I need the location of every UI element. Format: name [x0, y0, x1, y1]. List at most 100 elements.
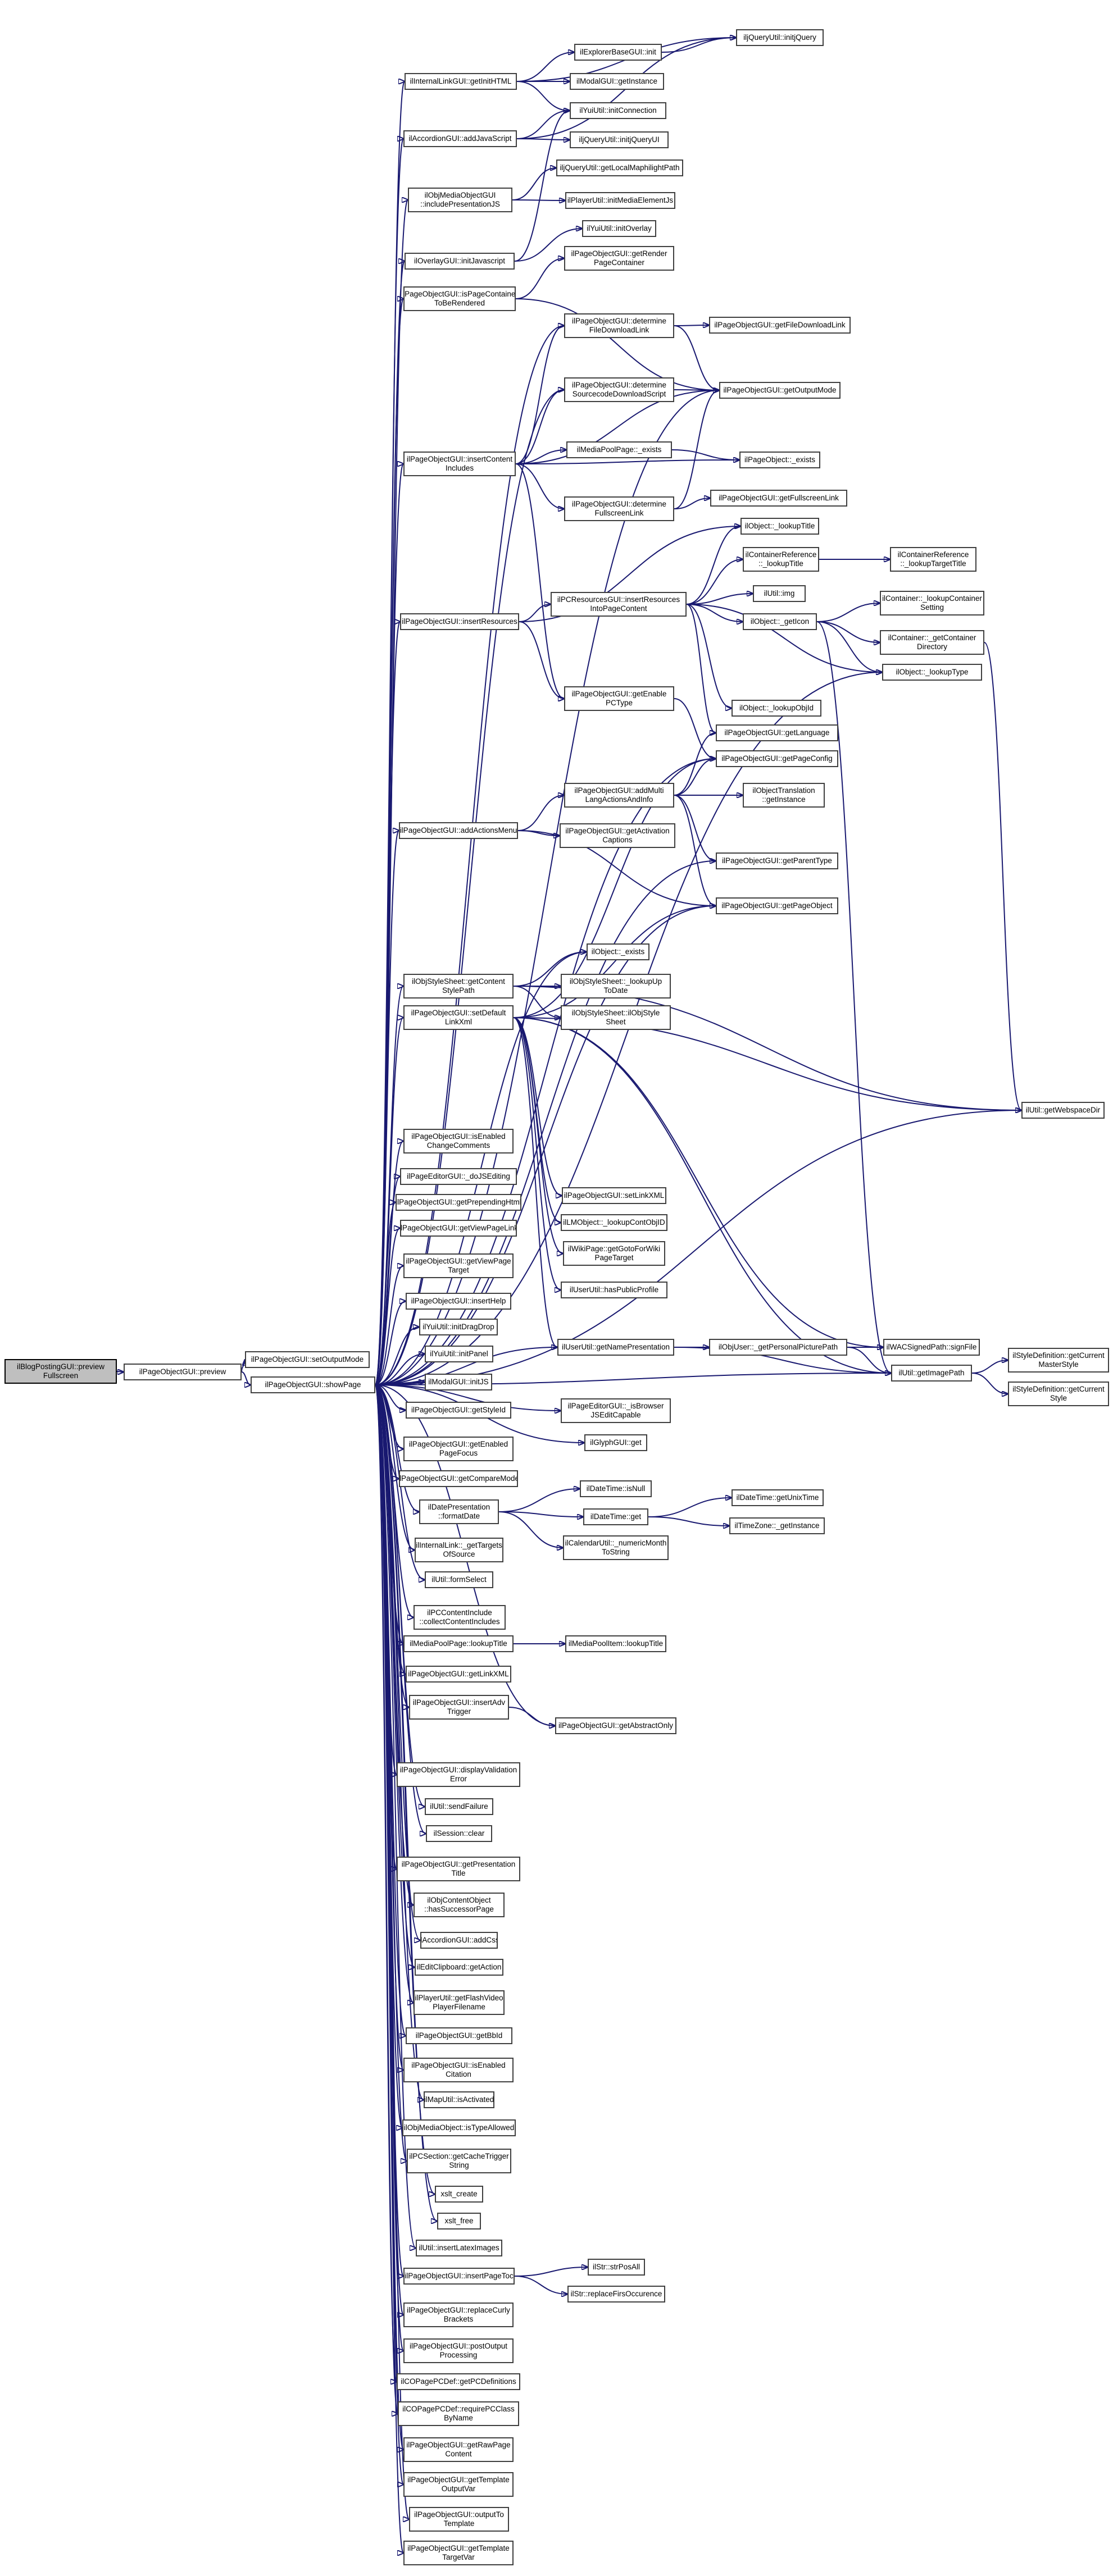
- graph-node-n041[interactable]: ilPageObjectGUI::addMulti LangActionsAnd…: [564, 783, 674, 808]
- graph-node-n010[interactable]: iljQueryUtil::initjQueryUI: [570, 131, 669, 148]
- graph-node-n089[interactable]: ilPageObjectGUI::insertAdv Trigger: [409, 1695, 509, 1720]
- graph-node-n103[interactable]: ilPCSection::getCacheTrigger String: [407, 2149, 511, 2173]
- graph-node-n108[interactable]: ilStr::strPosAll: [588, 2259, 645, 2276]
- graph-node-n059[interactable]: ilWikiPage::getGotoForWiki PageTarget: [563, 1241, 665, 1266]
- graph-node-n035[interactable]: ilContainer::_getContainer Directory: [880, 630, 984, 655]
- graph-node-n104[interactable]: xslt_create: [435, 2186, 483, 2203]
- graph-node-n101[interactable]: ilMapUtil::isActivated: [424, 2091, 494, 2108]
- graph-node-n070[interactable]: ilStyleDefinition::getCurrent Style: [1008, 1382, 1109, 1406]
- graph-node-n065[interactable]: ilWACSignedPath::signFile: [883, 1339, 980, 1356]
- graph-node-n100[interactable]: ilPageObjectGUI::isEnabled Citation: [403, 2058, 514, 2082]
- graph-node-n036[interactable]: ilObject::_lookupType: [882, 664, 982, 681]
- graph-node-n020[interactable]: ilPageObjectGUI::determine SourcecodeDow…: [564, 377, 674, 402]
- graph-node-n069[interactable]: ilYuiUtil::initPanel: [425, 1346, 493, 1362]
- graph-node-n068[interactable]: ilStyleDefinition::getCurrent MasterStyl…: [1008, 1348, 1109, 1373]
- graph-node-n109[interactable]: ilStr::replaceFirsOccurence: [567, 2286, 665, 2303]
- graph-node-n027[interactable]: ilObject::_lookupTitle: [741, 518, 819, 535]
- graph-node-n111[interactable]: ilPageObjectGUI::postOutput Processing: [403, 2338, 514, 2363]
- graph-node-n114[interactable]: ilPageObjectGUI::getRawPage Content: [403, 2437, 514, 2462]
- graph-node-n040[interactable]: ilPageObjectGUI::getPageConfig: [716, 750, 838, 767]
- graph-node-n042[interactable]: ilObjectTranslation ::getInstance: [743, 783, 825, 808]
- graph-node-n084[interactable]: ilUtil::formSelect: [425, 1571, 493, 1588]
- graph-node-n016[interactable]: ilPageObjectGUI::getRender PageContainer: [564, 246, 674, 271]
- graph-node-n044[interactable]: ilPageObjectGUI::getActivation Captions: [560, 823, 675, 848]
- graph-node-n061[interactable]: ilUserUtil::hasPublicProfile: [561, 1282, 667, 1298]
- graph-node-n012[interactable]: ilObjMediaObjectGUI ::includePresentatio…: [408, 188, 512, 212]
- graph-node-n034[interactable]: ilContainer::_lookupContainer Setting: [880, 591, 984, 615]
- graph-node-n085[interactable]: ilPCContentInclude ::collectContentInclu…: [414, 1605, 506, 1630]
- graph-node-n014[interactable]: ilYuiUtil::initOverlay: [582, 220, 656, 237]
- graph-node-n005[interactable]: ilExplorerBaseGUI::init: [574, 44, 662, 61]
- graph-node-n053[interactable]: ilPageObjectGUI::isEnabled ChangeComment…: [403, 1129, 514, 1153]
- graph-node-n095[interactable]: ilObjContentObject ::hasSuccessorPage: [414, 1893, 505, 1917]
- graph-node-n039[interactable]: ilPageObjectGUI::getLanguage: [716, 724, 838, 741]
- graph-node-n058[interactable]: ilPageObjectGUI::getViewPageLink: [400, 1220, 517, 1237]
- graph-node-n002[interactable]: ilPageObjectGUI::setOutputMode: [245, 1351, 370, 1368]
- graph-node-n031[interactable]: ilUtil::img: [753, 585, 806, 602]
- graph-node-n007[interactable]: ilModalGUI::getInstance: [570, 73, 664, 90]
- graph-node-n022[interactable]: ilPageObjectGUI::insertContent Includes: [403, 452, 516, 476]
- graph-node-n080[interactable]: ilDateTime::getUnixTime: [732, 1489, 824, 1506]
- graph-node-n066[interactable]: ilYuiUtil::initDragDrop: [419, 1319, 498, 1335]
- graph-node-n081[interactable]: ilTimeZone::_getInstance: [729, 1517, 825, 1534]
- graph-node-n006[interactable]: ilInternalLinkGUI::getInitHTML: [405, 73, 517, 90]
- graph-node-n026[interactable]: ilPageObjectGUI::getFullscreenLink: [710, 490, 847, 507]
- graph-node-n057[interactable]: ilLMObject::_lookupContObjID: [561, 1214, 667, 1231]
- graph-node-n074[interactable]: ilGlyphGUI::get: [584, 1434, 647, 1451]
- graph-node-n028[interactable]: ilContainerReference ::_lookupTitle: [743, 547, 819, 572]
- graph-node-n047[interactable]: ilObject::_exists: [587, 943, 649, 960]
- graph-node-n019[interactable]: ilPageObjectGUI::getFileDownloadLink: [709, 317, 851, 334]
- graph-node-n023[interactable]: ilMediaPoolPage::_exists: [566, 441, 672, 458]
- graph-node-n024[interactable]: ilPageObject::_exists: [739, 452, 820, 468]
- graph-node-n025[interactable]: ilPageObjectGUI::determine FullscreenLin…: [564, 496, 674, 521]
- graph-node-n112[interactable]: ilCOPagePCDef::getPCDefinitions: [397, 2373, 520, 2390]
- graph-node-n064[interactable]: ilObjUser::_getPersonalPicturePath: [709, 1339, 847, 1356]
- graph-node-n056[interactable]: ilPageObjectGUI::getPrependingHtml: [396, 1194, 521, 1211]
- graph-node-n097[interactable]: ilEditClipboard::getAction: [415, 1959, 503, 1976]
- graph-node-n051[interactable]: ilObjStyleSheet::ilObjStyle Sheet: [561, 1005, 671, 1030]
- graph-node-n105[interactable]: xslt_free: [437, 2213, 481, 2230]
- graph-node-n011[interactable]: iljQueryUtil::getLocalMaphilightPath: [556, 159, 683, 176]
- graph-node-n015[interactable]: ilOverlayGUI::initJavascript: [405, 253, 515, 270]
- graph-node-n055[interactable]: ilPageObjectGUI::setLinkXML: [562, 1187, 666, 1204]
- graph-node-n003[interactable]: ilPageObjectGUI::showPage: [251, 1376, 375, 1393]
- graph-node-n117[interactable]: ilPageObjectGUI::getTemplate TargetVar: [403, 2541, 514, 2565]
- graph-node-n052[interactable]: ilUtil::getWebspaceDir: [1021, 1102, 1105, 1119]
- graph-node-n083[interactable]: ilCalendarUtil::_numericMonth ToString: [563, 1535, 669, 1560]
- graph-node-n071[interactable]: ilModalGUI::initJS: [425, 1374, 492, 1390]
- graph-node-n048[interactable]: ilObjStyleSheet::getContent StylePath: [403, 974, 514, 999]
- graph-node-n032[interactable]: ilPageObjectGUI::insertResources: [400, 613, 519, 630]
- graph-node-n049[interactable]: ilObjStyleSheet::_lookupUp ToDate: [561, 974, 671, 999]
- graph-node-n033[interactable]: ilObject::_getIcon: [743, 613, 817, 630]
- graph-node-n110[interactable]: ilPageObjectGUI::replaceCurly Brackets: [403, 2303, 514, 2327]
- graph-node-n088[interactable]: ilPageObjectGUI::getLinkXML: [406, 1666, 511, 1683]
- graph-node-n030[interactable]: ilPCResourcesGUI::insertResources IntoPa…: [551, 592, 687, 617]
- graph-node-n077[interactable]: ilDateTime::isNull: [580, 1480, 652, 1497]
- graph-node-n017[interactable]: ilPageObjectGUI::isPageContainer ToBeRen…: [403, 286, 516, 311]
- graph-node-n092[interactable]: ilUtil::sendFailure: [425, 1798, 493, 1815]
- graph-node-n054[interactable]: ilPageEditorGUI::_doJSEditing: [400, 1168, 517, 1185]
- graph-node-n086[interactable]: ilMediaPoolPage::lookupTitle: [403, 1635, 514, 1652]
- graph-node-n018[interactable]: ilPageObjectGUI::determine FileDownloadL…: [564, 313, 674, 338]
- graph-node-n063[interactable]: ilUserUtil::getNamePresentation: [557, 1339, 674, 1356]
- graph-node-n087[interactable]: ilMediaPoolItem::lookupTitle: [565, 1635, 666, 1652]
- graph-node-n115[interactable]: ilPageObjectGUI::getTemplate OutputVar: [403, 2472, 514, 2497]
- graph-node-n046[interactable]: ilPageObjectGUI::getPageObject: [716, 897, 838, 914]
- graph-node-n090[interactable]: ilPageObjectGUI::getAbstractOnly: [555, 1717, 676, 1734]
- graph-node-n091[interactable]: ilPageObjectGUI::displayValidation Error: [397, 1762, 520, 1787]
- graph-node-n106[interactable]: ilUtil::insertLatexImages: [416, 2240, 502, 2256]
- graph-node-n073[interactable]: ilPageObjectGUI::getStyleId: [406, 1402, 511, 1419]
- graph-node-n021[interactable]: ilPageObjectGUI::getOutputMode: [719, 382, 841, 399]
- graph-node-n075[interactable]: ilPageObjectGUI::getEnabled PageFocus: [403, 1437, 514, 1461]
- graph-node-n004[interactable]: iljQueryUtil::initjQuery: [736, 29, 824, 46]
- graph-node-n043[interactable]: ilPageObjectGUI::addActionsMenu: [399, 822, 518, 839]
- graph-node-n094[interactable]: ilPageObjectGUI::getPresentation Title: [397, 1857, 520, 1881]
- graph-node-n093[interactable]: ilSession::clear: [426, 1825, 492, 1842]
- graph-node-n116[interactable]: ilPageObjectGUI::outputTo Template: [409, 2507, 509, 2532]
- graph-node-n107[interactable]: ilPageObjectGUI::insertPageToc: [403, 2268, 515, 2285]
- graph-node-n113[interactable]: ilCOPagePCDef::requirePCClass ByName: [398, 2401, 519, 2426]
- graph-node-n062[interactable]: ilPageObjectGUI::insertHelp: [406, 1293, 511, 1310]
- graph-node-n072[interactable]: ilPageEditorGUI::_isBrowser JSEditCapabl…: [561, 1398, 671, 1423]
- graph-node-n079[interactable]: ilDateTime::get: [583, 1508, 648, 1525]
- graph-node-n076[interactable]: ilPageObjectGUI::getCompareMode: [399, 1470, 518, 1487]
